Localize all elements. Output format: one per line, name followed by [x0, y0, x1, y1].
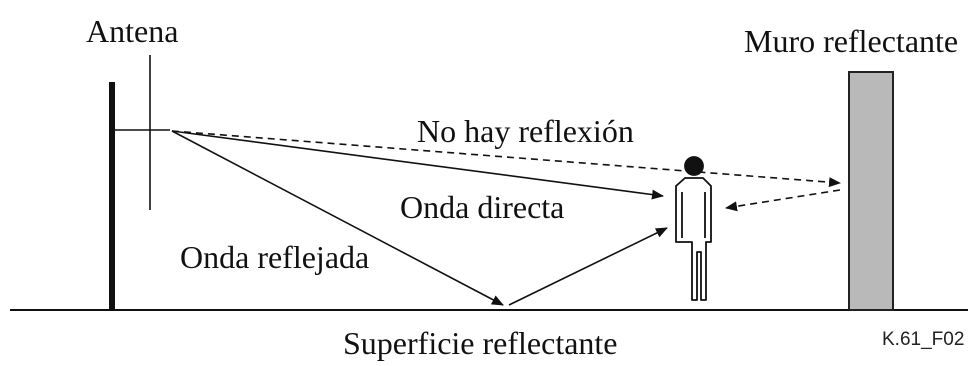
- direct-wave-ray: [171, 130, 664, 200]
- surface-label: Superficie reflectante: [343, 325, 618, 361]
- reflecting-wall: [848, 71, 894, 311]
- no-reflection-label: No hay reflexión: [417, 113, 634, 149]
- figure-code-label: K.61_F02: [882, 329, 964, 350]
- wall-label: Muro reflectante: [744, 23, 958, 59]
- reflected-wave-incident-ray: [171, 130, 504, 306]
- no-reflection-ray: [171, 130, 841, 188]
- person-head: [684, 156, 704, 176]
- antenna-label: Antena: [86, 13, 178, 49]
- reflected-wave-label: Onda reflejada: [180, 239, 369, 275]
- direct-wave-label: Onda directa: [400, 189, 564, 225]
- person-body: [675, 177, 712, 301]
- reflected-wave-rebound-ray: [508, 227, 668, 306]
- wall-reflected-ray: [725, 189, 841, 212]
- person-figure: [675, 156, 712, 301]
